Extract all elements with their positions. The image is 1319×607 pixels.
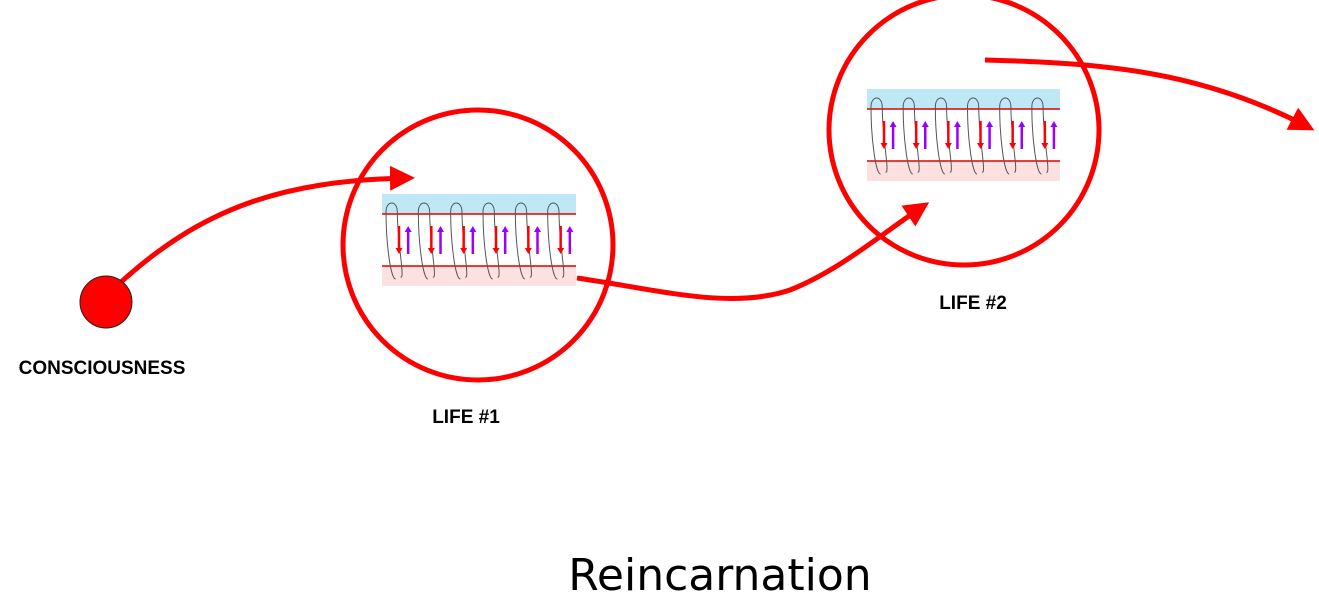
up-arrow-head (404, 226, 412, 232)
life-2-group (867, 89, 1060, 181)
up-arrow-head (469, 226, 477, 232)
down-arrow-head (460, 248, 468, 254)
up-arrow-head (921, 121, 929, 127)
diagram-title: Reincarnation (568, 550, 871, 601)
bottom-band (382, 266, 576, 286)
top-band (382, 194, 576, 214)
coil-wave (870, 97, 1049, 175)
bottom-band (867, 161, 1060, 181)
up-arrow-head (566, 226, 574, 232)
path-to-life-1 (118, 165, 415, 285)
down-arrow-head (1041, 143, 1049, 149)
path-from-life-2 (984, 57, 1315, 131)
up-arrow-head (889, 121, 897, 127)
down-arrow-head (944, 143, 952, 149)
down-arrow-head (524, 248, 532, 254)
coil-wave (385, 202, 565, 280)
down-arrow-head (492, 248, 500, 254)
life-1-label: LIFE #1 (432, 407, 500, 428)
down-arrow-head (427, 248, 435, 254)
up-arrow-head (986, 121, 994, 127)
life-2-label: LIFE #2 (939, 293, 1007, 314)
up-arrow-head (534, 226, 541, 232)
life-1-circle (340, 107, 616, 383)
down-arrow-head (977, 143, 984, 149)
up-arrow-head (437, 226, 444, 232)
down-arrow-head (880, 143, 888, 149)
up-arrow-head (953, 121, 961, 127)
path-life-1-to-life-2 (576, 202, 930, 301)
down-arrow-head (557, 248, 565, 254)
up-arrow-head (1050, 121, 1058, 127)
life-1-group (382, 194, 576, 286)
consciousness-label: CONSCIOUSNESS (19, 358, 186, 379)
consciousness-node (79, 275, 133, 329)
down-arrow-head (395, 248, 403, 254)
top-band (867, 89, 1060, 109)
down-arrow-head (1009, 143, 1017, 149)
down-arrow-head (912, 143, 920, 149)
up-arrow-head (501, 226, 509, 232)
life-2-circle (826, 0, 1102, 268)
up-arrow-head (1018, 121, 1026, 127)
